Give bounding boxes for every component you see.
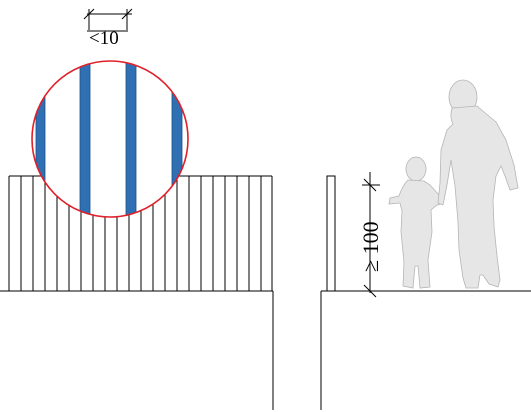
height-dimension xyxy=(362,172,380,298)
magnifier-detail xyxy=(31,60,189,218)
height-dimension-label: ≥ 100 xyxy=(358,221,383,272)
magnified-baluster xyxy=(125,61,137,217)
magnified-baluster xyxy=(35,61,46,217)
child-silhouette xyxy=(388,156,442,289)
adult-silhouette xyxy=(437,79,519,289)
magnified-balusters xyxy=(35,61,183,217)
magnifier-ring xyxy=(31,60,189,218)
right-slab xyxy=(320,290,531,410)
left-slab xyxy=(0,290,274,410)
railing-post xyxy=(326,175,336,292)
gap-dimension-label: <10 xyxy=(89,28,119,49)
magnified-baluster xyxy=(171,61,183,217)
gap-dimension xyxy=(83,8,133,32)
magnified-baluster xyxy=(79,61,91,217)
